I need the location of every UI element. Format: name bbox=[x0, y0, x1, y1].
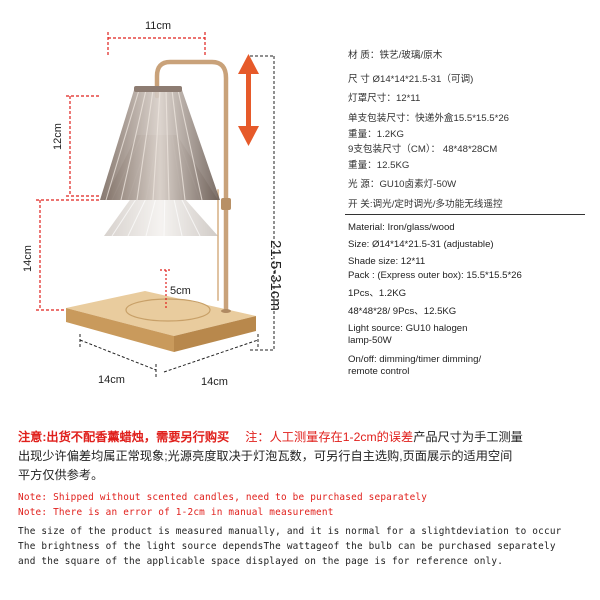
dim-gap: 5cm bbox=[170, 285, 191, 297]
dim-top-width: 11cm bbox=[145, 20, 172, 32]
dim-shade-height: 12cm bbox=[52, 123, 64, 150]
dim-total-height: 21.5-31cm bbox=[267, 240, 284, 311]
spec-divider bbox=[345, 214, 585, 215]
spec-en-light2: lamp-50W bbox=[348, 335, 392, 346]
note-en-b3: and the square of the applicable space d… bbox=[18, 556, 504, 567]
spec-cn-size: 尺 寸 Ø14*14*21.5-31（可调) bbox=[348, 74, 474, 85]
note-cn-line1: 注意:出货不配香薰蜡烛，需要另行购买 注：人工测量存在1-2cm的误差产品尺寸为手… bbox=[18, 428, 523, 447]
note-cn-line2: 出现少许偏差均属正常现象;光源亮度取决于灯泡瓦数，可另行自主选购,页面展示的适用… bbox=[18, 449, 513, 463]
note-cn-no-candle: 注意:出货不配香薰蜡烛，需要另行购买 bbox=[18, 430, 230, 444]
spec-en-size: Size: Ø14*14*21.5-31 (adjustable) bbox=[348, 239, 494, 250]
spec-en-pcs9: 48*48*28/ 9Pcs、12.5KG bbox=[348, 306, 457, 317]
spec-en-onoff1: On/off: dimming/timer dimming/ bbox=[348, 354, 482, 365]
shade-top bbox=[100, 86, 220, 201]
wood-base bbox=[66, 291, 256, 352]
spec-cn-weight9: 重量：12.5KG bbox=[348, 160, 410, 171]
spec-cn-material: 材 质：铁艺/玻璃/原木 bbox=[348, 50, 443, 61]
dim-base-left: 14cm bbox=[98, 374, 125, 386]
dim-base-right: 14cm bbox=[201, 376, 228, 388]
dimension-lines-black bbox=[79, 55, 275, 378]
note-cn-error: 注：人工测量存在1-2cm的误差 bbox=[245, 430, 414, 444]
note-cn-line3: 平方仅供参考。 bbox=[18, 468, 104, 482]
spec-cn-shade: 灯罩尺寸：12*11 bbox=[348, 93, 421, 104]
spec-en-shade: Shade size: 12*11 bbox=[348, 256, 426, 267]
dimension-lines bbox=[36, 32, 206, 311]
note-en-red2: Note: There is an error of 1-2cm in manu… bbox=[18, 507, 334, 518]
note-en-b1: The size of the product is measured manu… bbox=[18, 526, 562, 537]
adjust-arrow bbox=[238, 54, 259, 146]
spec-cn-weight1: 重量：1.2KG bbox=[348, 129, 404, 140]
spec-cn-pack: 单支包装尺寸：快递外盒15.5*15.5*26 bbox=[348, 113, 510, 124]
spec-en-material: Material: Iron/glass/wood bbox=[348, 222, 455, 233]
note-cn-manual: 产品尺寸为手工测量 bbox=[413, 430, 523, 444]
dim-base-to-shade: 14cm bbox=[22, 245, 34, 272]
note-en-b2: The brightness of the light source depen… bbox=[18, 541, 556, 552]
spec-cn-pack9: 9支包装尺寸（CM）： 48*48*28CM bbox=[348, 144, 498, 155]
spec-cn-light: 光 源：GU10卤素灯-50W bbox=[348, 179, 457, 190]
spec-cn-switch: 开 关:调光/定时调光/多功能无线遥控 bbox=[348, 199, 503, 210]
lamp-illustration bbox=[36, 32, 275, 378]
spec-en-light1: Light source: GU10 halogen bbox=[348, 323, 468, 334]
metal-stand bbox=[154, 59, 229, 313]
spec-en-onoff2: remote control bbox=[348, 366, 410, 377]
spec-en-pcs: 1Pcs、1.2KG bbox=[348, 288, 407, 299]
spec-en-pack: Pack : (Express outer box): 15.5*15.5*26 bbox=[348, 270, 522, 281]
note-en-red1: Note: Shipped without scented candles, n… bbox=[18, 492, 428, 503]
